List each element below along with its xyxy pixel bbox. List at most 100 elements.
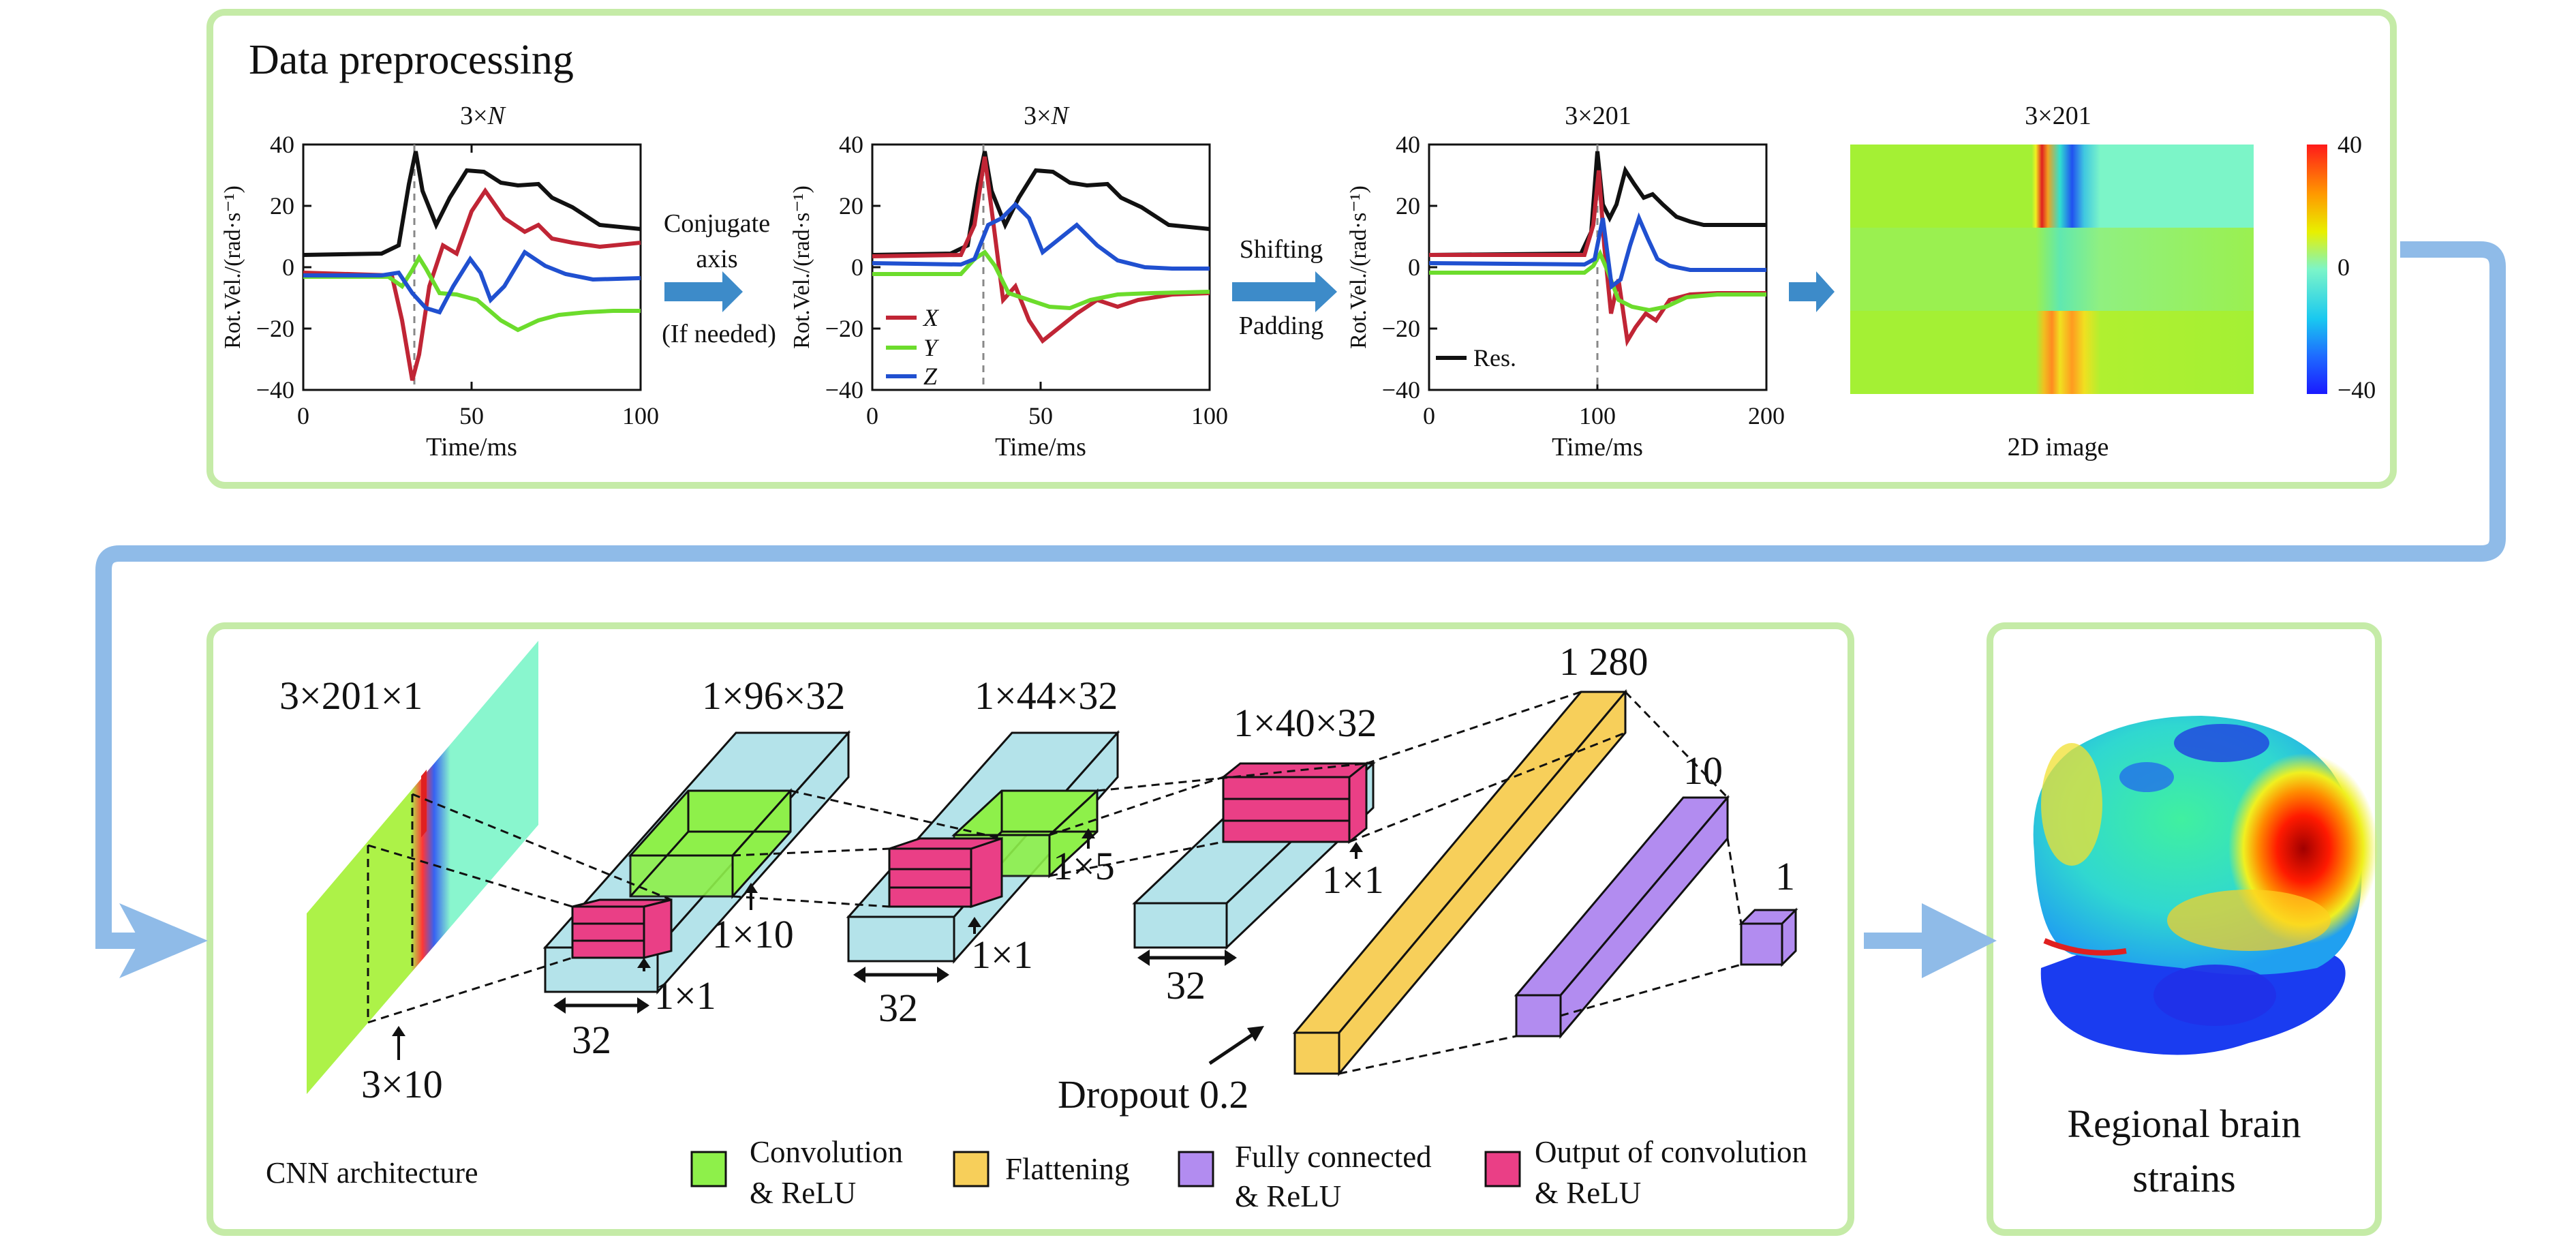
conv-output-2: [888, 847, 972, 908]
layer-2-pool-label: 1×1: [971, 933, 1033, 977]
plot-3-ytick-3: −20: [1382, 315, 1420, 342]
output-node-front: [1740, 922, 1783, 966]
legend-fc-line1: Fully connected: [1235, 1140, 1432, 1174]
arrow-1-line3: (If needed): [662, 320, 776, 348]
plot-3-ytick-4: −40: [1382, 376, 1420, 404]
input-label: 3×201×1: [279, 673, 423, 718]
plot-1-axes: [302, 143, 642, 391]
legend-swatch-fc: [1178, 1151, 1214, 1187]
brain-blue-mid: [2119, 762, 2174, 792]
arrow-1: Conjugate axis (If needed): [662, 209, 776, 348]
plot-3-xtick-1: 100: [1579, 402, 1616, 429]
legend-label-z: Z: [923, 363, 938, 390]
fc-bar-front: [1515, 994, 1562, 1037]
plot-2-title: 3×N: [1024, 102, 1070, 130]
plot-3-ytick-2: 0: [1408, 254, 1420, 281]
plot-2: 3×N 40 20 0 −20 −40 0 50 100 Time/ms Rot…: [789, 102, 1228, 461]
fc-label: 10: [1683, 748, 1723, 793]
layer-2-label: 1×44×32: [975, 673, 1118, 718]
plot-2-ytick-2: 0: [851, 254, 863, 281]
image-2d: 3×201 40 0 −40 2D image: [1850, 102, 2376, 461]
plot-3-xtick-0: 0: [1423, 402, 1435, 429]
cnn-legend: Convolution & ReLU Flattening Fully conn…: [690, 1135, 1807, 1213]
brain-warm-left: [2041, 743, 2102, 866]
preprocessing-title: Data preprocessing: [249, 37, 574, 83]
plot-1: 3×N 40 20 0 −20 −40 0 50 100 Time/ms Rot…: [220, 102, 659, 461]
arrow-2-line1: Shifting: [1240, 235, 1323, 264]
plot-2-ytick-1: 20: [839, 192, 863, 219]
legend-swatch-flatten: [953, 1151, 990, 1187]
legend-output-line2: & ReLU: [1535, 1176, 1641, 1210]
layer-3-width-label: 32: [1166, 963, 1206, 1008]
plot-1-ytick-0: 40: [270, 131, 294, 158]
plot-1-xtick-1: 50: [459, 402, 484, 429]
conv-output-1-front: [571, 905, 645, 959]
brain-yellow-right: [2167, 890, 2331, 951]
plot-2-series-res: [872, 151, 1210, 257]
image-row-1: [1850, 145, 2254, 228]
legend-conv-line2: & ReLU: [750, 1176, 856, 1210]
plot-3-ytick-1: 20: [1396, 192, 1420, 219]
plot-3-title: 3×201: [1565, 102, 1631, 130]
legend-fc-line2: & ReLU: [1235, 1179, 1341, 1213]
image-row-2: [1850, 228, 2254, 311]
plot-2-ytick-4: −40: [825, 376, 863, 404]
plot-1-ytick-1: 20: [270, 192, 294, 219]
input-image: [307, 641, 538, 1094]
input-kernel-label: 3×10: [361, 1062, 443, 1106]
input-kernel-highlight: [421, 769, 427, 838]
cnn-panel: [206, 622, 1854, 1236]
fc-bar-top: [1514, 796, 1730, 997]
layer-1-pool-label: 1×1: [654, 973, 716, 1018]
layer-2-kernel-label: 1×5: [1053, 844, 1115, 888]
colorbar-tick-2: −40: [2337, 376, 2376, 404]
plot-2-xlabel: Time/ms: [995, 433, 1086, 461]
plot-1-ylabel: Rot.Vel./(rad·s⁻¹): [220, 185, 245, 349]
plot-3-series-x: [1429, 170, 1766, 347]
image-row-3: [1850, 311, 2254, 394]
legend-label-res: Res.: [1473, 344, 1516, 372]
plot-2-xtick-2: 100: [1191, 402, 1228, 429]
brain-caption-line1: Regional brain: [2067, 1102, 2301, 1146]
brain-render: [2033, 716, 2378, 1055]
plot-1-series-z: [303, 249, 641, 315]
plot-2-ticks: [872, 205, 1042, 390]
arrow-2-line2: Padding: [1239, 312, 1324, 340]
cnn-diagram: 3×201×1 3×10 1×96×32 1×10 1×1: [279, 639, 1798, 1117]
dropout-arrow: [1208, 1031, 1257, 1065]
plot-3-series-y: [1429, 249, 1766, 313]
plot-2-series-x: [872, 156, 1210, 344]
plot-3-xlabel: Time/ms: [1552, 433, 1643, 461]
arrow-2-shape: [1232, 271, 1337, 312]
plot-1-ytick-2: 0: [282, 254, 294, 281]
plot-1-ytick-3: −20: [256, 315, 294, 342]
flatten-label: 1 280: [1559, 639, 1649, 684]
layer-1-label: 1×96×32: [702, 673, 845, 718]
legend-label-y: Y: [923, 334, 940, 361]
image-caption: 2D image: [2008, 433, 2109, 461]
legend-label-x: X: [922, 304, 940, 331]
plot-3: 3×201 40 20 0 −20 −40 0 100 200 Time/ms …: [1346, 102, 1785, 461]
plot-3-series-z: [1428, 212, 1766, 290]
layer-3-label: 1×40×32: [1233, 701, 1377, 745]
arrow-2: Shifting Padding: [1232, 235, 1337, 340]
output-label: 1: [1775, 854, 1795, 898]
plot-1-title: 3×N: [460, 102, 506, 130]
plot-3-series-res: [1428, 151, 1766, 257]
flow-arrowhead-1: [119, 903, 208, 978]
legend-flatten-line1: Flattening: [1005, 1152, 1129, 1186]
brain-red-stripe: [2043, 938, 2127, 956]
plot-3-ytick-0: 40: [1396, 131, 1420, 158]
plot-3-ylabel: Rot.Vel./(rad·s⁻¹): [1346, 185, 1371, 349]
arrow-3: [1789, 271, 1835, 312]
plot-2-xtick-0: 0: [866, 402, 878, 429]
layer-2-width-label: 32: [878, 986, 918, 1030]
plot-2-ylabel: Rot.Vel./(rad·s⁻¹): [789, 185, 814, 349]
layer-1-kernel-label: 1×10: [712, 912, 794, 956]
colorbar-tick-1: 0: [2337, 254, 2350, 281]
flatten-bar-front: [1293, 1031, 1340, 1075]
flow-connector: [95, 241, 2506, 949]
legend-output-line1: Output of convolution: [1535, 1135, 1807, 1169]
plot-2-series-z: [872, 201, 1210, 271]
